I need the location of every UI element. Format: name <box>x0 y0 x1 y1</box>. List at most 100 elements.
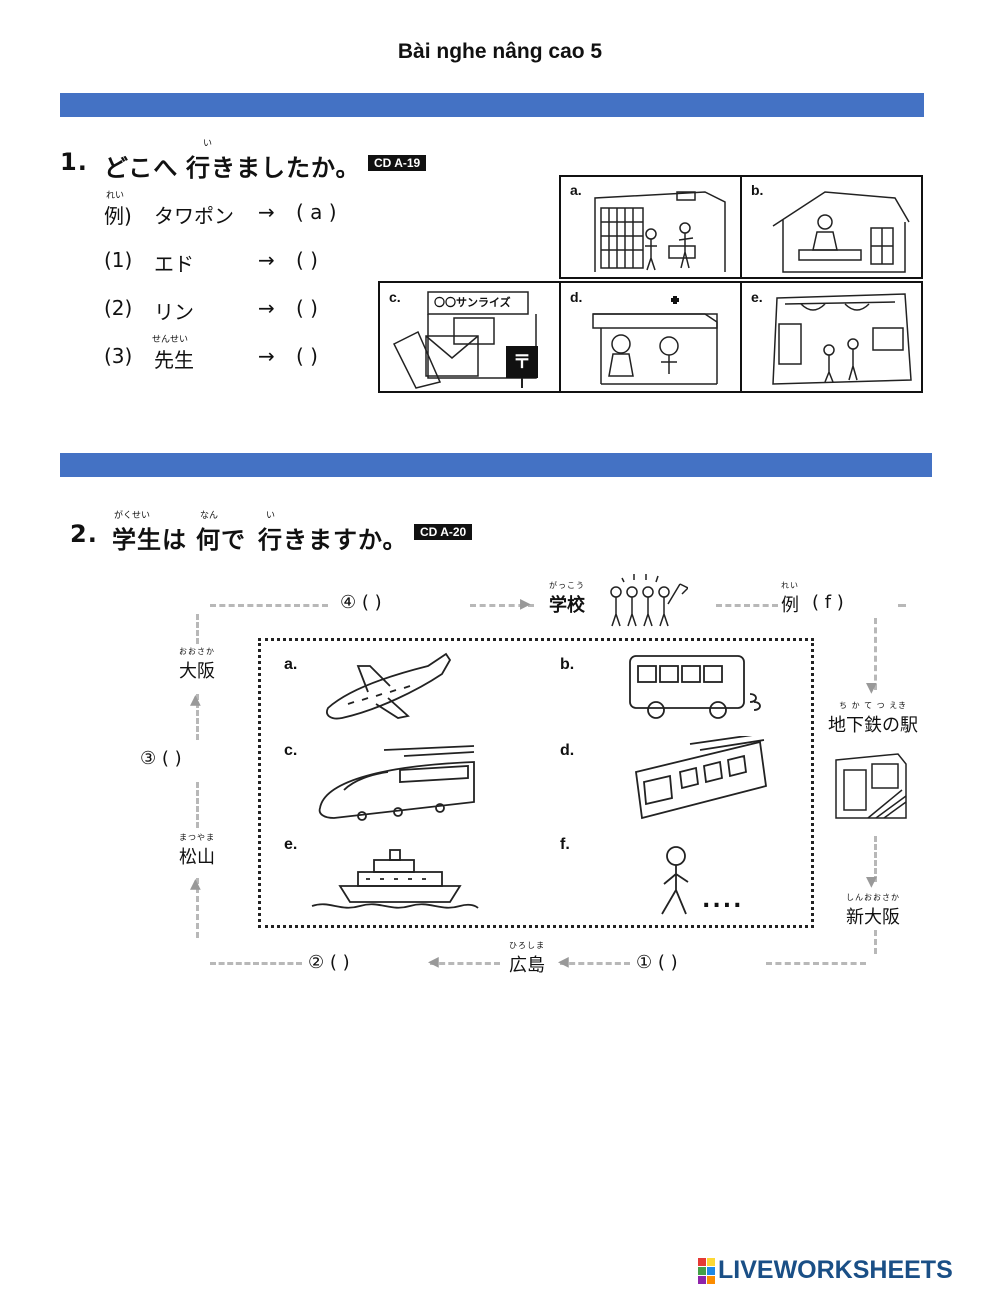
ship-icon <box>311 849 479 909</box>
q1-row-label-1: (1) <box>104 248 133 272</box>
route-line <box>196 694 199 740</box>
q1-cell-letter-d: d. <box>570 289 583 305</box>
q1-row-answer-2[interactable]: ( ) <box>296 296 318 320</box>
arrow-up-icon: ▲ <box>190 692 201 708</box>
arrow-up-icon: ▲ <box>190 876 201 892</box>
answer-blank-3[interactable]: ③ ( ) <box>140 748 182 769</box>
q1-row-label-2: (2) <box>104 296 133 320</box>
route-line <box>470 604 534 607</box>
q2-word-gakusei: 学生は <box>112 526 187 554</box>
q1-title-before: どこへ <box>104 154 179 182</box>
route-line <box>560 962 630 965</box>
q1-row-name-2: リン <box>154 300 194 324</box>
route-line <box>196 614 199 644</box>
q1-row-arrow-0: → <box>258 200 275 224</box>
q1-row-answer-0[interactable]: ( a ) <box>296 200 337 224</box>
q1-row-arrow-1: → <box>258 248 275 272</box>
q2-ruby-gakusei: がくせい <box>114 511 151 521</box>
post-office-sign-text: 〇〇サンライズ <box>434 296 511 309</box>
museum-illustration <box>772 293 912 385</box>
q1-row-name-0: タワポン <box>154 204 234 228</box>
arrow-left-icon: ◀ <box>558 954 569 970</box>
station-name: 大阪 <box>179 661 215 682</box>
station-ruby: まつやま <box>179 833 215 842</box>
station-osaka: おおさか 大阪 <box>174 646 220 683</box>
station-ruby: ひろしま <box>509 941 545 950</box>
bullet-train-icon <box>318 745 475 821</box>
option-letter-f: f. <box>560 836 570 853</box>
q1-row-name-1: エド <box>154 252 194 276</box>
route-line <box>430 962 500 965</box>
answer-blank-4[interactable]: ④ ( ) <box>340 592 382 613</box>
q1-row-arrow-3: → <box>258 344 275 368</box>
hospital-illustration <box>592 296 718 385</box>
route-line <box>874 618 877 690</box>
arrow-right-icon: ▶ <box>520 596 531 612</box>
example-label: れい 例 <box>780 580 800 617</box>
route-line <box>874 930 877 954</box>
q1-grid-divider <box>559 281 561 393</box>
q1-title-ruby: い <box>203 139 213 149</box>
q2-ruby-nani: なん <box>200 511 219 521</box>
example-label-text: 例 <box>781 595 799 616</box>
q1-number: 1. <box>60 148 88 176</box>
q1-row-answer-3[interactable]: ( ) <box>296 344 318 368</box>
q1-grid-bottom <box>378 281 923 393</box>
arrow-down-icon: ▼ <box>866 680 877 696</box>
arrow-down-icon: ▼ <box>866 874 877 890</box>
route-line <box>196 878 199 938</box>
station-matsuyama: まつやま 松山 <box>174 832 220 869</box>
post-office-illustration: 〒 <box>392 291 538 389</box>
station-ruby: しんおおさか <box>846 893 900 902</box>
q2-word-nani: 何で <box>196 526 246 554</box>
walking-person-icon <box>661 846 689 915</box>
station-name: 松山 <box>179 847 215 868</box>
example-answer: ( f ) <box>812 592 844 613</box>
option-letter-c: c. <box>284 742 298 759</box>
station-name: 新大阪 <box>846 907 900 928</box>
route-line <box>716 604 778 607</box>
liveworksheets-logo-icon <box>698 1258 716 1286</box>
liveworksheets-brand[interactable]: LIVEWORKSHEETS <box>718 1256 953 1284</box>
q1-row-label-3: (3) <box>104 344 133 368</box>
station-ruby: おおさか <box>179 647 215 656</box>
q1-cell-letter-c: c. <box>389 289 401 305</box>
station-ruby: がっこう <box>549 581 585 590</box>
page-title: Bài nghe nâng cao 5 <box>397 40 603 63</box>
answer-blank-2[interactable]: ② ( ) <box>308 952 350 973</box>
library-illustration <box>594 191 726 272</box>
station-subway: ち か て つ えき 地下鉄の駅 <box>818 700 928 737</box>
route-line <box>874 836 877 882</box>
station-name: 地下鉄の駅 <box>828 715 918 736</box>
option-letter-e: e. <box>284 836 298 853</box>
arrow-left-icon: ◀ <box>428 954 439 970</box>
q1-grid-divider <box>740 175 742 279</box>
train-icon <box>635 736 767 820</box>
q1-row-label-0: 例) <box>104 204 132 228</box>
svg-text:〒: 〒 <box>513 352 531 373</box>
walking-dots: .... <box>702 888 744 913</box>
route-line <box>766 962 866 965</box>
station-name: 広島 <box>509 955 545 976</box>
station-hiroshima: ひろしま 広島 <box>504 940 550 977</box>
q1-row-ruby-0: れい <box>106 191 125 201</box>
q2-number: 2. <box>70 520 98 548</box>
q1-cd-tag: CD A-19 <box>368 155 427 171</box>
station-ruby: ち か て つ えき <box>839 701 907 710</box>
answer-blank-1[interactable]: ① ( ) <box>636 952 678 973</box>
station-school: がっこう 学校 <box>544 580 590 617</box>
q1-row-arrow-2: → <box>258 296 275 320</box>
q2-word-iki: 行きますか。 <box>258 526 408 554</box>
students-illustration <box>610 574 688 627</box>
q1-cell-letter-a: a. <box>570 182 582 198</box>
q1-row-answer-1[interactable]: ( ) <box>296 248 318 272</box>
q1-cell-letter-b: b. <box>751 182 764 198</box>
q1-grid-divider <box>740 281 742 393</box>
example-ruby: れい <box>781 581 799 590</box>
route-line <box>210 962 302 965</box>
option-letter-d: d. <box>560 742 575 759</box>
section-bar-2 <box>60 453 932 477</box>
airplane-icon <box>326 652 452 720</box>
route-line <box>898 604 906 607</box>
q1-cell-letter-e: e. <box>751 289 763 305</box>
